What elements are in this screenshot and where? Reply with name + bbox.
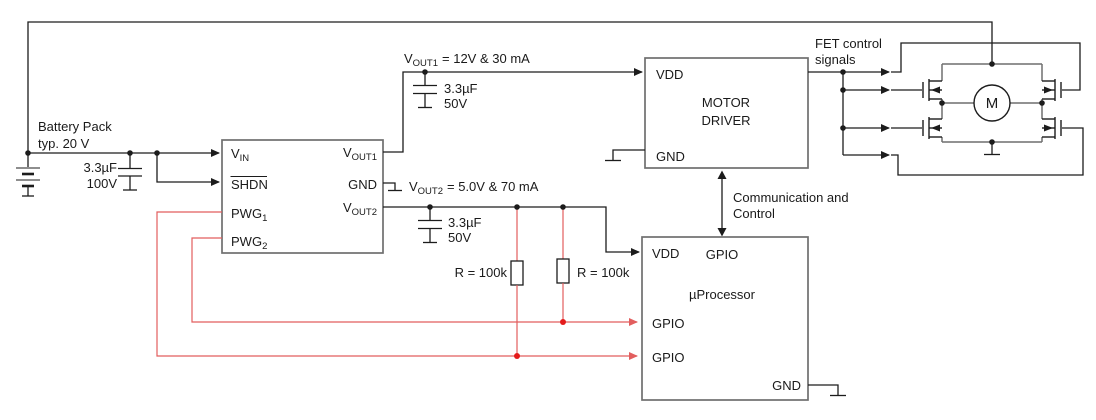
uproc-gpio-mid-label: GPIO [652,316,685,331]
pwg1-signal-wire [156,211,638,360]
pin-label-vout2: VOUT2 [343,200,377,218]
motor-label: M [986,95,999,112]
uprocessor-block [641,236,809,401]
pin-label-gnd: GND [348,177,377,192]
junction-dots [25,61,1045,210]
vout1-net-label: VOUT1= 12V & 30 mA [404,51,530,69]
vout2-capacitor [418,207,442,244]
uproc-gnd-label: GND [772,378,801,393]
comm-label-1: Communication and [733,190,849,205]
pin-label-vout1: VOUT1 [343,145,377,163]
battery-label-1: Battery Pack [38,119,112,134]
motor-driver-title-2: DRIVER [701,113,750,128]
pin-label-pwg1: PWG1 [231,206,267,224]
motor-driver-block [644,57,809,169]
pin-label-pwg2: PWG2 [231,234,267,252]
battery-symbol [16,153,40,197]
motor-driver-gnd-symbol [605,149,645,162]
motor-driver-gnd-label: GND [656,149,685,164]
fet-top-left [922,79,942,101]
comm-label-2: Control [733,206,775,221]
resistor-left-label: R = 100k [455,265,508,280]
battery-label-2: typ. 20 V [38,136,90,151]
regulator-block [221,139,384,254]
uproc-gpio-bot-label: GPIO [652,350,685,365]
uproc-gnd-symbol [808,384,846,397]
vout2-wire [383,206,640,256]
vout2-cap-rating: 50V [448,230,471,245]
regulator-gnd-symbol [383,182,402,192]
pin-label-shdn: SHDN [231,177,268,192]
resistor-right [556,207,570,322]
input-wires [28,149,220,186]
fet-control-label-2: signals [815,52,856,67]
fet-top-right [1042,79,1062,101]
pin-label-vin: VIN [231,146,249,164]
motor-driver-vdd-label: VDD [656,67,683,82]
fet-control-label-1: FET control [815,36,882,51]
fet-bottom-right [1042,117,1062,139]
vout1-cap-value: 3.3µF [444,81,478,96]
input-cap-value: 3.3µF [83,160,117,175]
uproc-gpio-top-label: GPIO [706,247,739,262]
fet-control-bus [808,42,1084,176]
input-capacitor [118,153,142,191]
pwg2-signal-wire [191,237,638,326]
resistor-left [510,207,524,356]
uproc-title: µProcessor [689,287,756,302]
vout2-net-label: VOUT2= 5.0V & 70 mA [409,179,539,197]
uproc-vdd-label: VDD [652,246,679,261]
fet-bottom-left [922,117,942,139]
vout2-cap-value: 3.3µF [448,215,482,230]
red-junction-dots [514,319,566,359]
motor-symbol [973,84,1011,122]
input-cap-rating: 100V [87,176,118,191]
vout1-capacitor [413,72,437,109]
communication-arrow [717,170,727,237]
vout1-cap-rating: 50V [444,96,467,111]
resistor-right-label: R = 100k [577,265,630,280]
vout1-wire [383,68,643,153]
motor-driver-title-1: MOTOR [702,95,750,110]
